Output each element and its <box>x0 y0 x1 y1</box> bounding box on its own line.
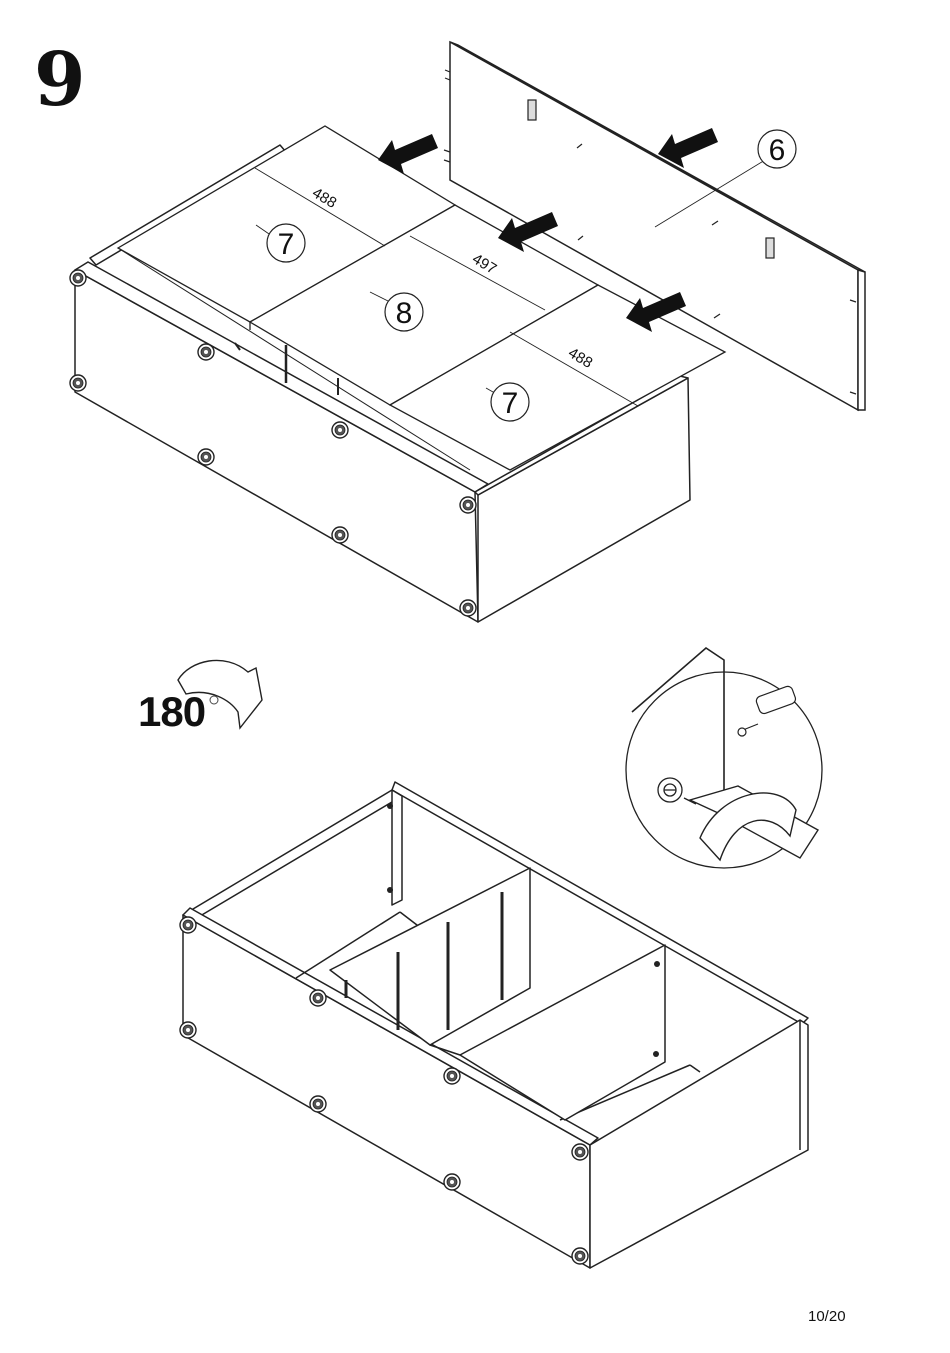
page-number: 10/20 <box>808 1308 846 1325</box>
rotation-label: 180 <box>138 688 205 736</box>
part-label-7-right: 7 <box>502 387 519 420</box>
part-label-8: 8 <box>396 297 413 330</box>
part-label-6: 6 <box>769 134 786 167</box>
rotation-value: 180 <box>138 688 205 735</box>
detail-circle <box>626 648 822 868</box>
cam-lock-icon <box>658 778 682 802</box>
part-label-7-left: 7 <box>278 228 295 261</box>
